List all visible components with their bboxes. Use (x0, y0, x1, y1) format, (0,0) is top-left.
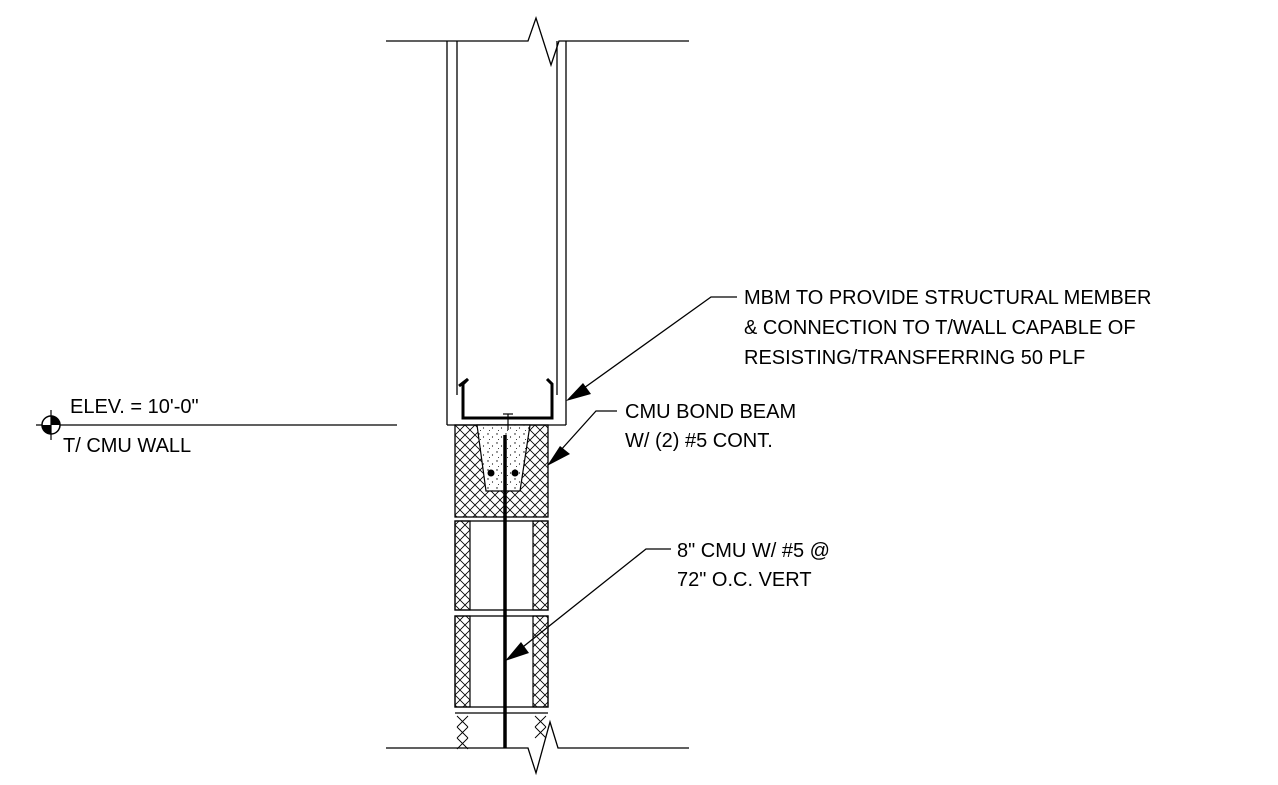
top-break-line (386, 15, 689, 68)
callout-bond-beam-line-1: CMU BOND BEAM (625, 401, 796, 423)
elevation-reference: T/ CMU WALL (63, 435, 191, 457)
callout-cmu-wall: 8" CMU W/ #5 @ 72" O.C. VERT (505, 540, 830, 661)
elevation-value: ELEV. = 10'-0" (70, 396, 199, 418)
bond-beam-rebar-right (511, 469, 519, 477)
girt-channel (458, 377, 554, 420)
callout-bond-beam-arrowhead (547, 446, 570, 466)
anchor-bolt (503, 413, 513, 430)
metal-wall-panel (446, 41, 567, 426)
callout-mbm-line-1: MBM TO PROVIDE STRUCTURAL MEMBER (744, 287, 1151, 309)
cmu-block-lower (454, 615, 549, 708)
bond-beam-rebar-left (487, 469, 495, 477)
bottom-break-line (386, 719, 689, 776)
callout-mbm: MBM TO PROVIDE STRUCTURAL MEMBER & CONNE… (566, 287, 1151, 401)
callout-mbm-line-3: RESISTING/TRANSFERRING 50 PLF (744, 347, 1085, 369)
elevation-marker-icon (41, 410, 61, 440)
cmu-block-partial (455, 712, 548, 750)
callout-mbm-arrowhead (566, 383, 591, 401)
callout-mbm-line-2: & CONNECTION TO T/WALL CAPABLE OF (744, 317, 1136, 339)
cmu-bond-beam (454, 424, 549, 518)
cmu-block-upper (454, 520, 549, 611)
callout-cmu-wall-line-1: 8" CMU W/ #5 @ (677, 540, 830, 562)
callout-cmu-wall-line-2: 72" O.C. VERT (677, 569, 812, 591)
callout-cmu-wall-arrowhead (505, 642, 529, 661)
callout-bond-beam: CMU BOND BEAM W/ (2) #5 CONT. (547, 401, 796, 466)
callout-bond-beam-line-2: W/ (2) #5 CONT. (625, 430, 773, 452)
